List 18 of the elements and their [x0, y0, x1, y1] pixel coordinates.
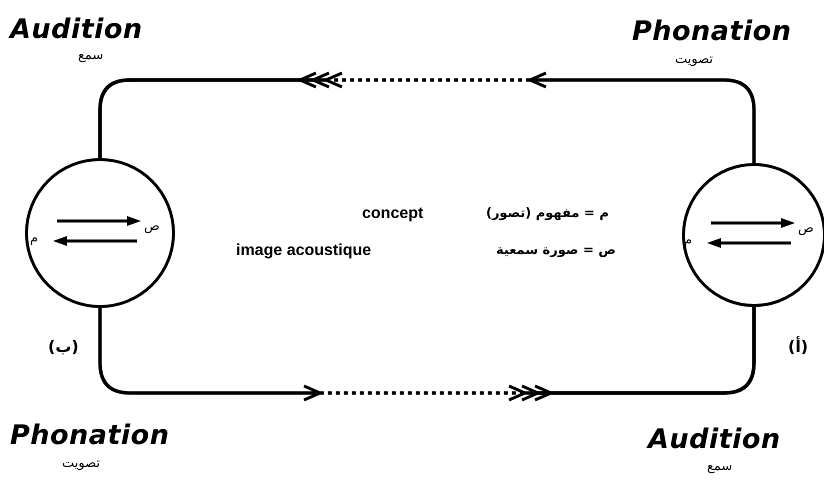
- legend-note: concept: [362, 204, 424, 224]
- letter-label: ص: [798, 221, 814, 237]
- legend-note: image acoustique: [236, 241, 372, 261]
- circle-tag: (أ): [788, 337, 808, 357]
- letter-label: ص: [144, 219, 160, 235]
- legend-note: ص = صورة سمعية: [496, 242, 616, 260]
- legend-note: م = مفهوم (تصور): [486, 205, 609, 223]
- process-title: Phonation: [10, 420, 170, 452]
- letter-label: م: [30, 231, 38, 247]
- arabic-caption: سمع: [707, 459, 732, 475]
- arabic-caption: تصويت: [675, 52, 713, 68]
- arabic-caption: سمع: [78, 48, 104, 64]
- circle-tag: (ب): [48, 337, 79, 357]
- process-title: Phonation: [632, 16, 792, 48]
- process-title: Audition: [648, 424, 781, 456]
- arabic-caption: تصويت: [62, 456, 100, 472]
- process-title: Audition: [10, 14, 143, 46]
- circle-node: [25, 158, 175, 308]
